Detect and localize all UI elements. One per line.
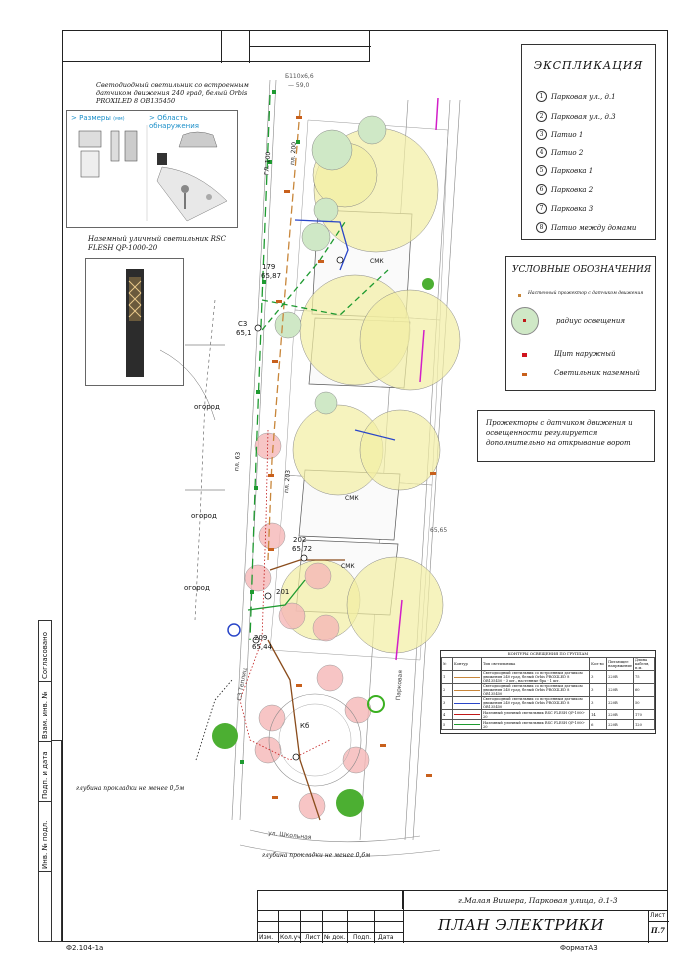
light-radius-green — [274, 115, 387, 415]
mark-179-elev: 65,87 — [261, 272, 282, 280]
mark-202: 202 — [293, 536, 307, 544]
green-markers — [240, 90, 300, 764]
spec-drawings — [78, 125, 228, 222]
depth-note-2: глубина прокладки не менее 0,6м — [262, 852, 371, 859]
project-address: г.Малая Вишера, Парковая улица, д.1-3 — [458, 896, 618, 905]
sidebar-inner — [52, 740, 62, 942]
col-label: Подп. — [353, 934, 372, 941]
table-row: 3 Светодиодный светильник со встроенным … — [441, 696, 655, 710]
ground-lamp-marks — [268, 116, 436, 799]
lamp-image — [126, 269, 144, 377]
mark-c3-elev: 65,1 — [236, 329, 252, 337]
col-label: Изм. — [259, 934, 274, 941]
lighting-table: КОНТУРЫ ОСВЕЩЕНИЯ ПО ГРУППАМ № Контур Ти… — [440, 650, 656, 734]
legend-box: УСЛОВНЫЕ ОБОЗНАЧЕНИЯ Настенный прожектор… — [505, 256, 656, 391]
legend-title: УСЛОВНЫЕ ОБОЗНАЧЕНИЯ — [512, 265, 652, 275]
left-sidebar: Согласовано Взам. инв. № Подп. и дата Ин… — [38, 620, 52, 942]
sizes-label: > Размеры (мм) — [71, 114, 125, 122]
garden-label-3: огород — [184, 584, 210, 592]
table-row: 5 Наземный уличный светильник RSC FLESH … — [441, 719, 655, 730]
building-label-3: СМК — [341, 563, 355, 570]
lamp-title: Наземный уличный светильник RSC FLESH QP… — [88, 235, 227, 252]
table-row: 2 Светодиодный светильник со встроенным … — [441, 683, 655, 697]
detection-label: > Область обнаружения — [149, 114, 200, 130]
lamp-image-box — [85, 258, 184, 386]
table-row: 1 Светодиодный светильник со встроенным … — [441, 670, 655, 684]
projector-icon — [518, 294, 521, 297]
legend-item-radius: радиус освещения — [556, 317, 626, 325]
title-block: г.Малая Вишера, Парковая улица, д.1-3 ПЛ… — [257, 890, 669, 943]
table-caption: КОНТУРЫ ОСВЕЩЕНИЯ ПО ГРУППАМ — [507, 651, 589, 656]
table-header-row: № Контур Тип светильника Кол-во Питающее… — [441, 657, 655, 671]
building-label-1: СМК — [370, 258, 384, 265]
spec-image-box: > Размеры (мм) > Область обнаружения — [66, 110, 238, 228]
light-radius-pink — [244, 432, 372, 820]
panel-icon — [522, 353, 527, 357]
depth-note-1: глубина прокладки не менее 0,5м — [76, 785, 185, 792]
col-label: № док. — [324, 934, 346, 941]
col-label: Дата — [378, 934, 394, 941]
sidebar-label: Согласовано — [41, 631, 49, 679]
radius-icon — [511, 307, 539, 335]
building-label-2: СМК — [345, 495, 359, 502]
legend-item-projector: Настенный прожектор с датчиком движения — [528, 291, 644, 296]
cable-routes — [247, 94, 396, 821]
drawing-title: ПЛАН ЭЛЕКТРИКИ — [438, 916, 605, 934]
kb-label: Кб — [300, 722, 310, 730]
sidebar-label: Подп. и дата — [41, 751, 49, 799]
mark-209: 209 — [254, 634, 268, 642]
mark-209-elev: 65,44 — [252, 643, 273, 651]
form-code: Ф2.104-1а — [66, 944, 104, 952]
top-stamp — [62, 30, 371, 63]
elev-mark: 65,65 — [430, 527, 448, 534]
road-label-2: — 59,0 — [288, 82, 310, 89]
table-row: 4 Наземный уличный светильник RSC FLESH … — [441, 709, 655, 720]
mark-179: 179 — [262, 263, 276, 271]
col-label: Кол.уч — [280, 934, 301, 941]
magenta-lines — [395, 97, 439, 661]
mark-c3: С3 — [238, 320, 248, 328]
sheet-number: П.7 — [651, 926, 665, 935]
sidebar-label: Инв. № подл. — [41, 820, 49, 869]
col-label: Лист — [305, 934, 321, 941]
legend-item-panel: Щит наружный — [554, 350, 616, 358]
road-label: Б110х6,6 — [285, 73, 314, 80]
sidebar-label: Взам. инв. № — [41, 691, 49, 739]
ground-lamp-icon — [522, 373, 527, 376]
nodes — [252, 256, 344, 761]
trees — [212, 278, 434, 817]
garden-label-2: огород — [191, 512, 217, 520]
legend-item-lamp: Светильник наземный — [554, 369, 640, 377]
mark-202-elev: 65,72 — [292, 545, 313, 553]
explication-title: ЭКСПЛИКАЦИЯ — [533, 59, 644, 72]
mark-201: 201 — [276, 588, 290, 596]
garden-label-1: огород — [194, 403, 220, 411]
spec-title: Светодиодный светильник со встроенным да… — [96, 81, 249, 105]
format-label: ФорматА3 — [560, 944, 598, 952]
note-box: Прожекторы с датчиком движения и освещен… — [477, 410, 655, 462]
sheet-label: Лист — [650, 912, 666, 919]
